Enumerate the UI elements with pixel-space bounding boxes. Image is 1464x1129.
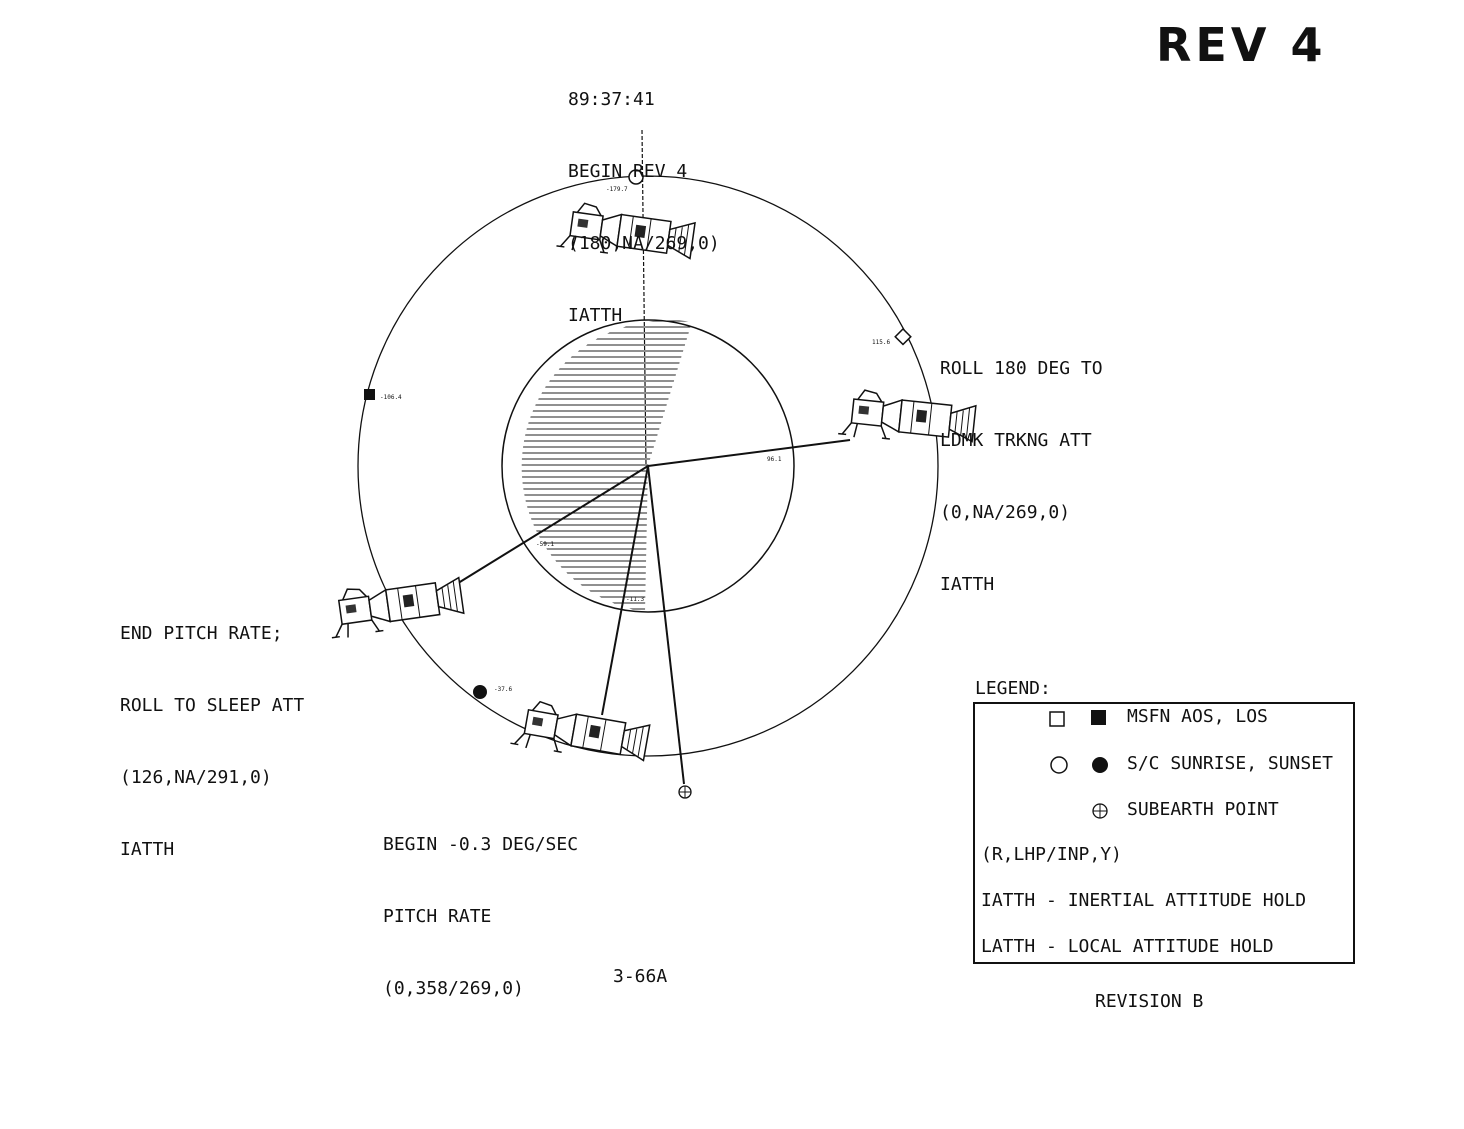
subearth-icon: [1092, 803, 1108, 819]
event-end-pitch-rate: END PITCH RATE; ROLL TO SLEEP ATT (126,N…: [120, 623, 305, 860]
rev-title: REV 4: [1156, 18, 1327, 72]
subearth-marker: [678, 785, 692, 799]
legend-sc: S/C SUNRISE, SUNSET: [1127, 753, 1333, 774]
label-angle-bottom: -11.3: [626, 596, 645, 603]
legend: MSFN AOS, LOS S/C SUNRISE, SUNSET SUBEAR…: [973, 702, 1355, 964]
legend-format: (R,LHP/INP,Y): [981, 844, 1122, 865]
label-los: -106.4: [380, 394, 402, 401]
legend-title: LEGEND:: [975, 678, 1051, 699]
sunset-marker: [473, 685, 487, 699]
earth-circle: [501, 319, 795, 613]
orbit-circle: [357, 175, 939, 757]
los-marker: [364, 389, 375, 400]
legend-iatth: IATTH - INERTIAL ATTITUDE HOLD: [981, 890, 1307, 911]
filled-square-icon: [1091, 710, 1106, 725]
earth-shadow: [521, 320, 692, 612]
label-aos: 115.6: [872, 339, 891, 346]
label-sunset: -37.6: [494, 686, 513, 693]
open-square-icon: [1049, 711, 1065, 727]
label-sunrise: -179.7: [606, 186, 628, 193]
sunrise-marker: [628, 169, 644, 185]
legend-latth: LATTH - LOCAL ATTITUDE HOLD: [981, 936, 1274, 957]
legend-msfn: MSFN AOS, LOS: [1127, 706, 1268, 727]
label-angle-left: -59.1: [536, 541, 555, 548]
filled-circle-icon: [1092, 757, 1108, 773]
open-circle-icon: [1050, 756, 1068, 774]
event-begin-pitch-rate: BEGIN -0.3 DEG/SEC PITCH RATE (0,358/269…: [383, 834, 579, 999]
event-roll-180: ROLL 180 DEG TO LDMK TRKNG ATT (0,NA/269…: [940, 358, 1103, 595]
spacecraft-left: [324, 572, 466, 641]
revision: REVISION B: [1095, 991, 1204, 1012]
legend-icons: [1049, 710, 1108, 819]
label-angle-right: 96.1: [767, 456, 782, 463]
spacecraft-bottom: [509, 697, 652, 770]
legend-subearth: SUBEARTH POINT: [1127, 799, 1279, 820]
aos-marker: [894, 327, 912, 346]
page-number: 3-66A: [613, 966, 668, 987]
event-begin-rev: 89:37:41 BEGIN REV 4 (180,NA/269,0) IATT…: [568, 89, 720, 326]
